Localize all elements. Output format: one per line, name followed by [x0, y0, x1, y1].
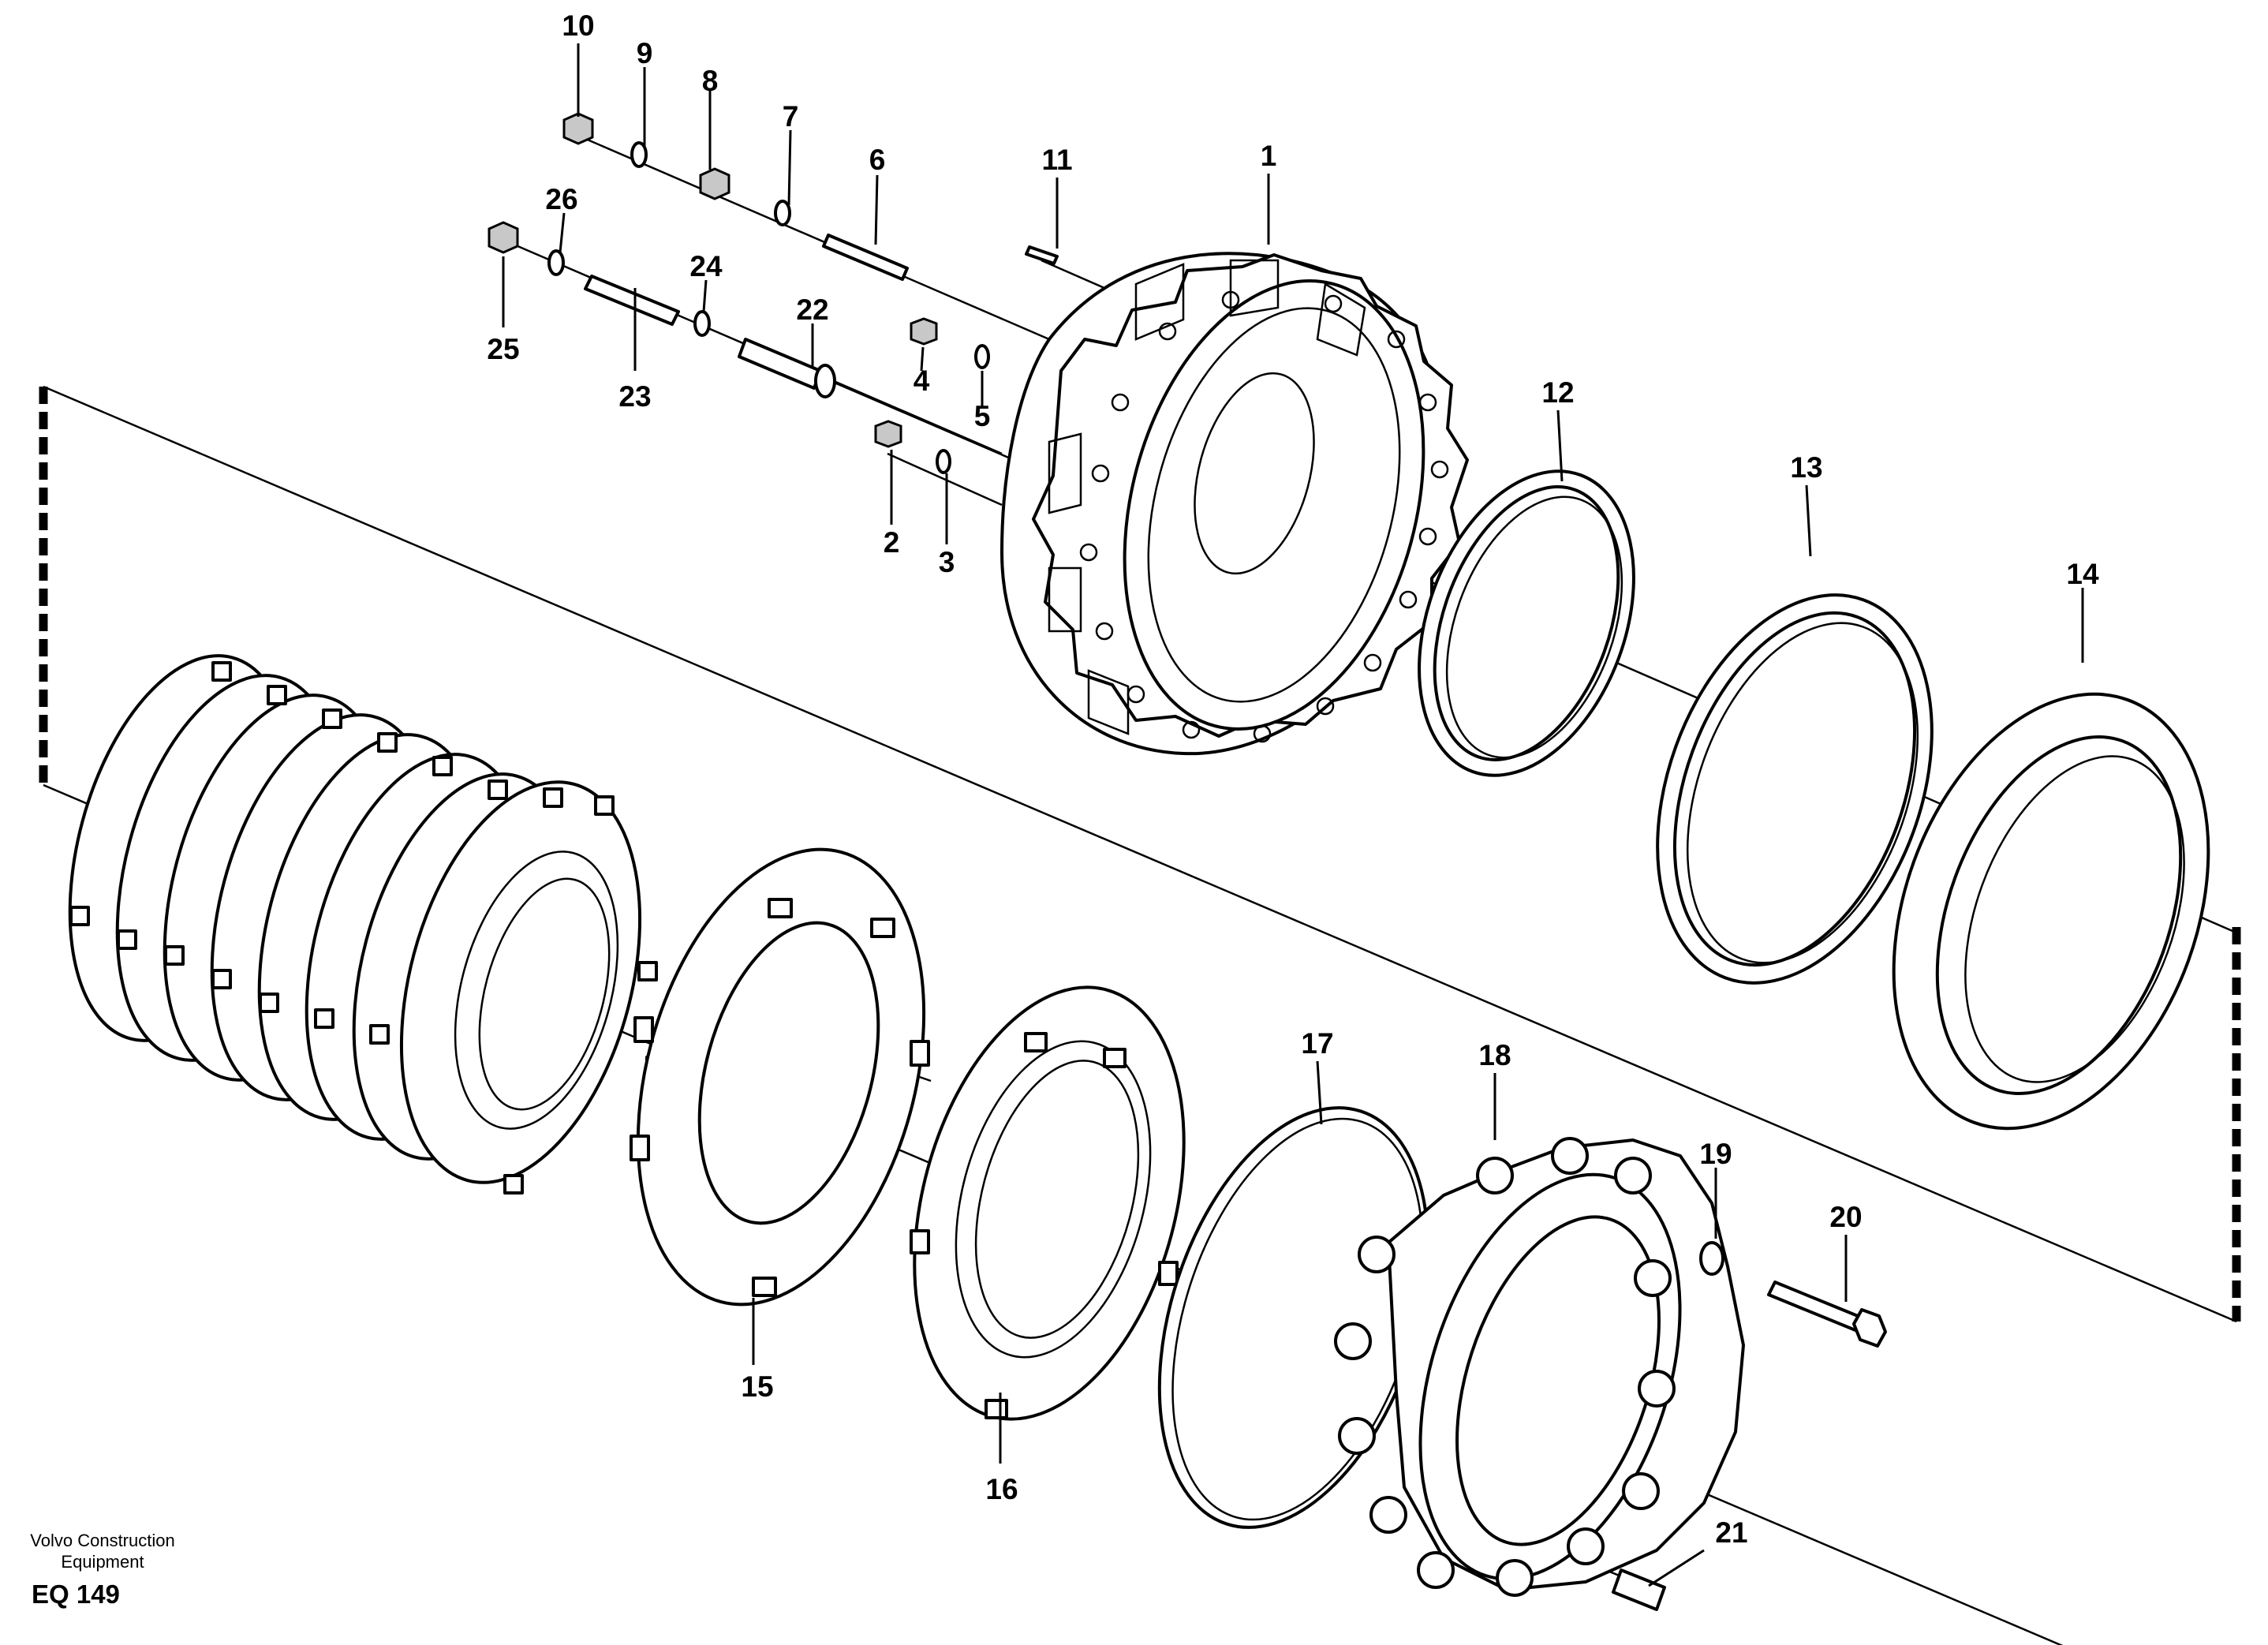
hub-housing — [1000, 252, 1469, 756]
callout-5: 5 — [974, 400, 991, 432]
callout-13: 13 — [1790, 451, 1822, 484]
callout-25: 25 — [487, 333, 519, 365]
callout-22: 22 — [796, 293, 828, 326]
callout-19: 19 — [1699, 1138, 1732, 1170]
callout-1: 1 — [1261, 140, 1277, 172]
callout-18: 18 — [1478, 1039, 1511, 1071]
seal-ring-14 — [1892, 692, 2210, 1131]
callout-7: 7 — [783, 100, 799, 133]
callout-11: 11 — [1041, 144, 1072, 176]
callout-16: 16 — [985, 1473, 1018, 1505]
callout-2: 2 — [884, 526, 900, 559]
callout-labels: 10 9 8 7 6 11 1 26 24 22 25 23 4 5 2 3 1… — [487, 9, 2099, 1549]
friction-disc-15 — [630, 847, 930, 1307]
callout-9: 9 — [637, 37, 653, 69]
seal-ring-12 — [1418, 469, 1635, 777]
callout-21: 21 — [1715, 1516, 1747, 1549]
bolt-holes — [1079, 290, 1449, 743]
callout-3: 3 — [939, 546, 955, 578]
splined-disc-16 — [910, 985, 1186, 1421]
callout-10: 10 — [562, 9, 594, 42]
disc-stack — [68, 654, 666, 1194]
housing-lugs — [1334, 1137, 1676, 1597]
callout-4: 4 — [914, 365, 930, 397]
brand-line-1: Volvo Construction — [30, 1531, 174, 1550]
figure-code: EQ 149 — [32, 1580, 120, 1609]
callout-17: 17 — [1301, 1027, 1333, 1060]
callout-leaders — [502, 43, 2084, 1587]
callout-8: 8 — [702, 65, 719, 97]
callout-14: 14 — [2066, 558, 2099, 590]
piston-housing-18 — [1334, 1137, 1745, 1597]
brand-line-2: Equipment — [61, 1552, 144, 1572]
callout-6: 6 — [869, 144, 886, 176]
figure-caption: Volvo Construction Equipment EQ 149 — [30, 1531, 174, 1609]
callout-23: 23 — [618, 380, 651, 413]
callout-24: 24 — [689, 250, 723, 282]
seal-ring-13 — [1656, 593, 1934, 985]
callout-26: 26 — [545, 183, 577, 215]
callout-12: 12 — [1541, 376, 1574, 409]
callout-15: 15 — [741, 1370, 773, 1403]
callout-20: 20 — [1829, 1201, 1862, 1233]
small-hardware — [488, 112, 1887, 1611]
